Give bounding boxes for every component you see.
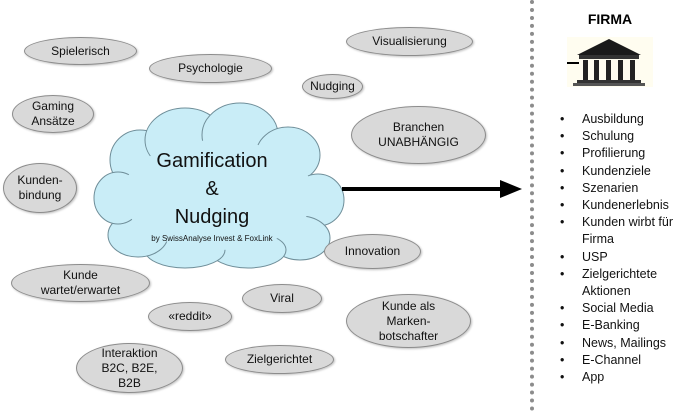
firma-list-item: Kunden wirbt für Firma <box>560 214 700 248</box>
firma-list-item: Profilierung <box>560 145 700 162</box>
firma-list: AusbildungSchulungProfilierungKundenziel… <box>560 111 700 386</box>
topic-kunde-wartet: Kunde wartet/erwartet <box>11 264 150 302</box>
topic-innovation: Innovation <box>324 234 421 269</box>
firma-title: FIRMA <box>587 11 633 27</box>
arrow-to-firma <box>342 180 522 198</box>
firma-list-item: E-Banking <box>560 317 700 334</box>
bank-building-icon <box>567 37 653 87</box>
firma-list-item: Kundenziele <box>560 163 700 180</box>
firma-list-item: E-Channel <box>560 352 700 369</box>
topic-spielerisch: Spielerisch <box>24 37 137 65</box>
firma-list-item: News, Mailings <box>560 335 700 352</box>
firma-list-item: Ausbildung <box>560 111 700 128</box>
topic-gaming: Gaming Ansätze <box>12 95 94 133</box>
topic-zielgerichtet: Zielgerichtet <box>225 345 334 374</box>
firma-list-item: Szenarien <box>560 180 700 197</box>
topic-kundenbindung: Kunden- bindung <box>3 163 77 213</box>
topic-viral: Viral <box>242 284 322 313</box>
topic-psychologie: Psychologie <box>149 54 272 83</box>
firma-list-item: USP <box>560 249 700 266</box>
firma-list-item: Social Media <box>560 300 700 317</box>
topic-nudging: Nudging <box>302 74 363 99</box>
firma-list-item: Schulung <box>560 128 700 145</box>
topic-interaktion: Interaktion B2C, B2E, B2B <box>76 343 183 393</box>
topic-kunde-marken: Kunde als Marken- botschafter <box>346 294 471 348</box>
topic-branchen: Branchen UNABHÄNGIG <box>351 106 486 164</box>
topic-reddit: «reddit» <box>148 302 232 331</box>
topic-visualisierung: Visualisierung <box>346 27 473 56</box>
cloud-title: Gamification & Nudging <box>156 150 268 228</box>
firma-list-item: App <box>560 369 700 386</box>
firma-list-item: Zielgerichtete Aktionen <box>560 266 700 300</box>
firma-list-item: Kundenerlebnis <box>560 197 700 214</box>
section-divider <box>530 0 534 411</box>
cloud-subtitle: by SwissAnalyse Invest & FoxLink <box>151 234 273 243</box>
